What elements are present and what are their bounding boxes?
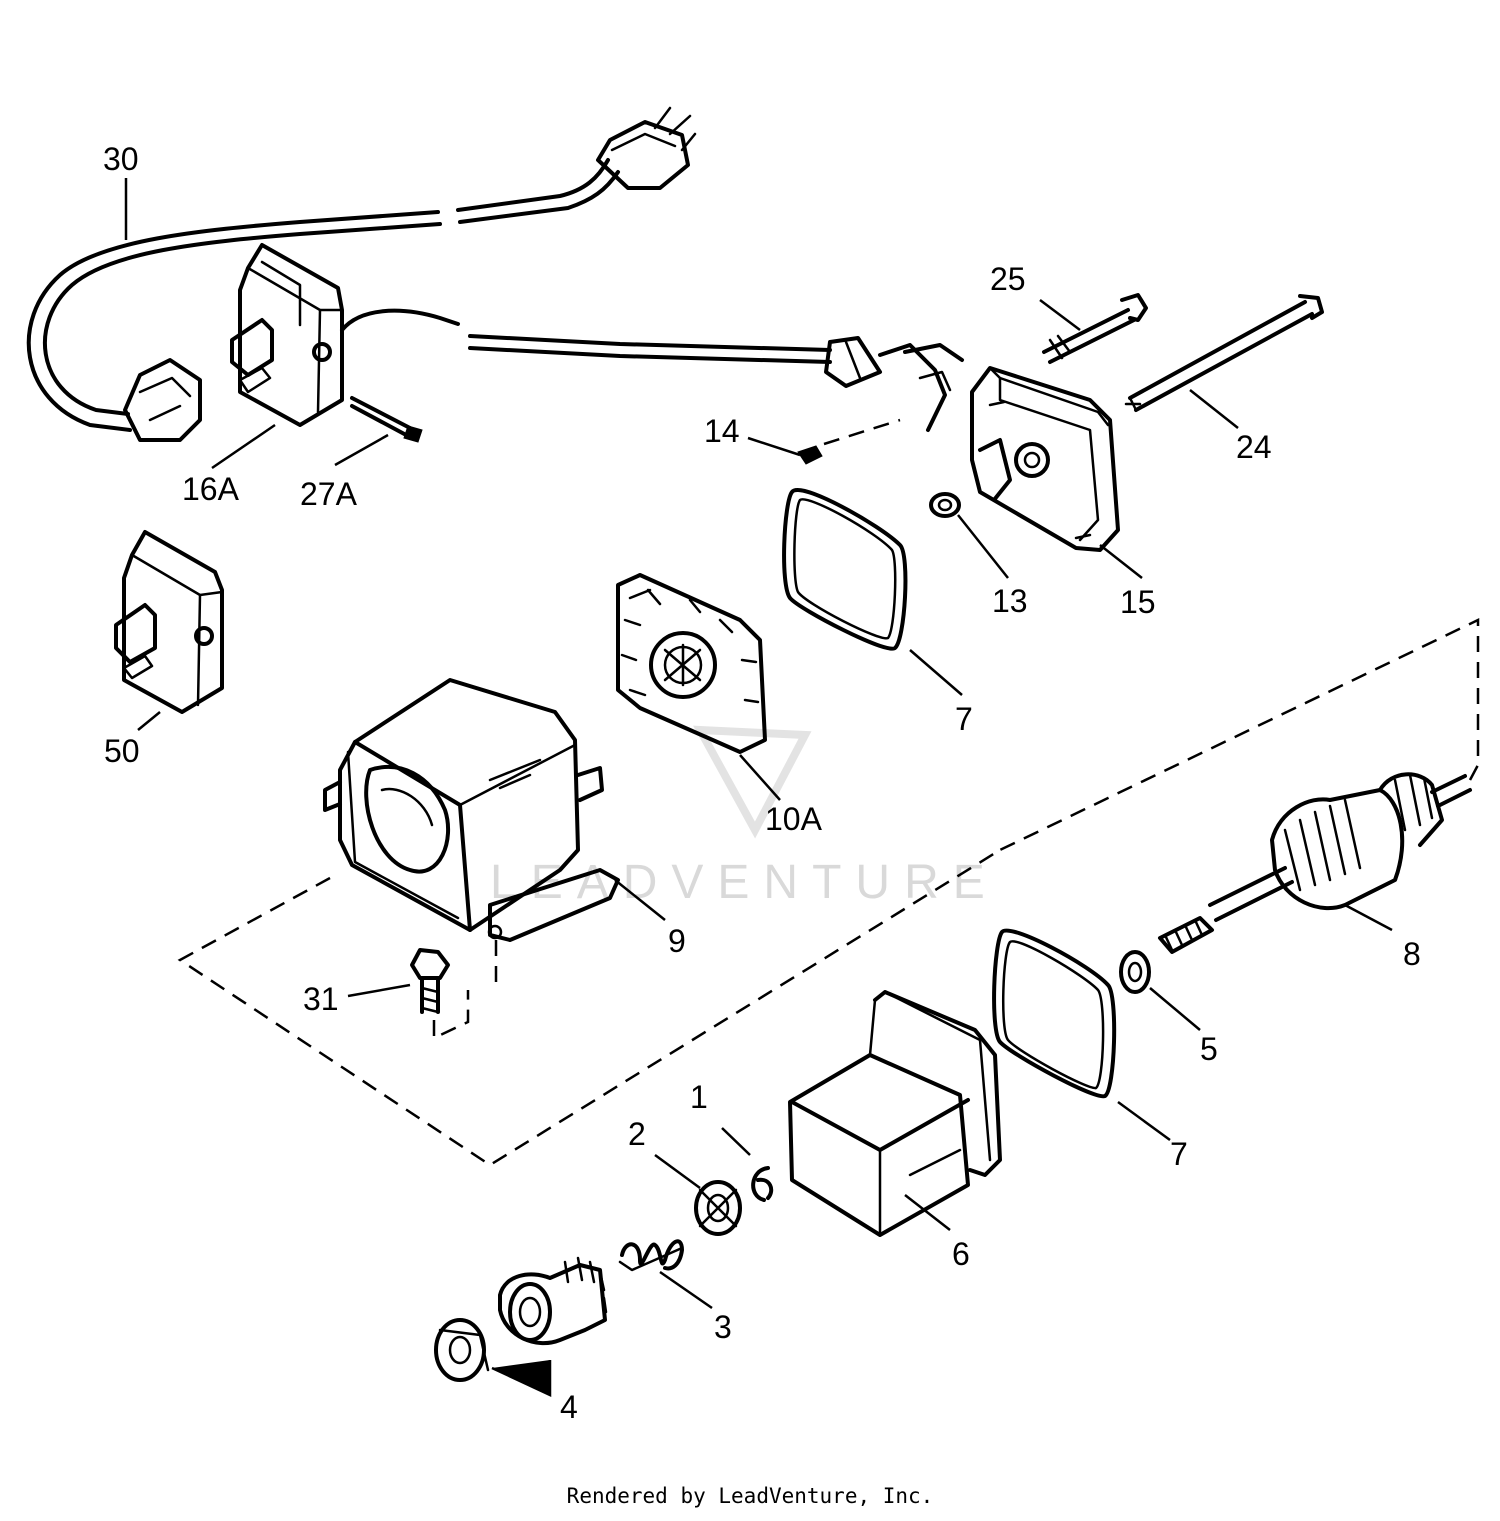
- part-50-switch-box[interactable]: [114, 530, 224, 714]
- part-25-screw[interactable]: [1042, 293, 1148, 364]
- label-7-lower: 7: [1170, 1136, 1188, 1172]
- leader-lines: [124, 178, 1393, 1310]
- label-13: 13: [992, 583, 1028, 619]
- label-3: 3: [714, 1309, 732, 1345]
- part-7-upper-gasket[interactable]: [782, 488, 908, 651]
- part-labels: 30 16A 27A 25 24 14 13 15 7 50 10A 9 31 …: [103, 141, 1421, 1425]
- label-6: 6: [952, 1236, 970, 1272]
- part-10a-brush-plate[interactable]: [616, 573, 767, 754]
- label-15: 15: [1120, 584, 1156, 620]
- part-13-washer[interactable]: [929, 492, 961, 518]
- label-16a: 16A: [182, 471, 240, 507]
- label-27a: 27A: [300, 476, 358, 512]
- part-16a-switch-box[interactable]: [230, 243, 460, 427]
- part-6-drive-end-cap[interactable]: [788, 990, 1002, 1237]
- part-9-motor-housing[interactable]: [323, 678, 620, 985]
- label-1: 1: [690, 1079, 708, 1115]
- part-2-stop-nut[interactable]: [694, 1180, 742, 1236]
- watermark: LEADVENTURE: [490, 725, 999, 909]
- label-24: 24: [1236, 429, 1272, 465]
- label-14: 14: [704, 413, 740, 449]
- label-7-upper: 7: [955, 701, 973, 737]
- label-10a: 10A: [765, 801, 823, 837]
- part-8-armature[interactable]: [999, 618, 1480, 954]
- part-1-retainer-ring[interactable]: [751, 1166, 774, 1202]
- label-50: 50: [104, 733, 140, 769]
- part-4-drive-pinion[interactable]: [434, 1256, 608, 1397]
- label-30: 30: [103, 141, 139, 177]
- part-14-screw[interactable]: [797, 418, 901, 465]
- watermark-text: LEADVENTURE: [490, 856, 999, 909]
- label-5: 5: [1200, 1031, 1218, 1067]
- label-31: 31: [303, 981, 339, 1017]
- part-24-through-bolt[interactable]: [1124, 294, 1324, 412]
- part-30-power-cord[interactable]: [26, 106, 697, 442]
- part-3-spring[interactable]: [618, 1239, 684, 1272]
- assembly-dashed-line: [177, 848, 1001, 1167]
- part-31-bolt[interactable]: [410, 948, 470, 1040]
- part-15-end-cap[interactable]: [970, 366, 1120, 552]
- label-2: 2: [628, 1116, 646, 1152]
- label-8: 8: [1403, 936, 1421, 972]
- motor-lead-wire: [468, 334, 964, 432]
- label-25: 25: [990, 261, 1026, 297]
- part-7-lower-gasket[interactable]: [992, 928, 1117, 1099]
- label-4: 4: [560, 1389, 578, 1425]
- part-27a-screw[interactable]: [350, 396, 423, 443]
- part-5-thrust-washer[interactable]: [1119, 950, 1151, 994]
- label-9: 9: [668, 923, 686, 959]
- rendered-by-footer: Rendered by LeadVenture, Inc.: [566, 1484, 934, 1508]
